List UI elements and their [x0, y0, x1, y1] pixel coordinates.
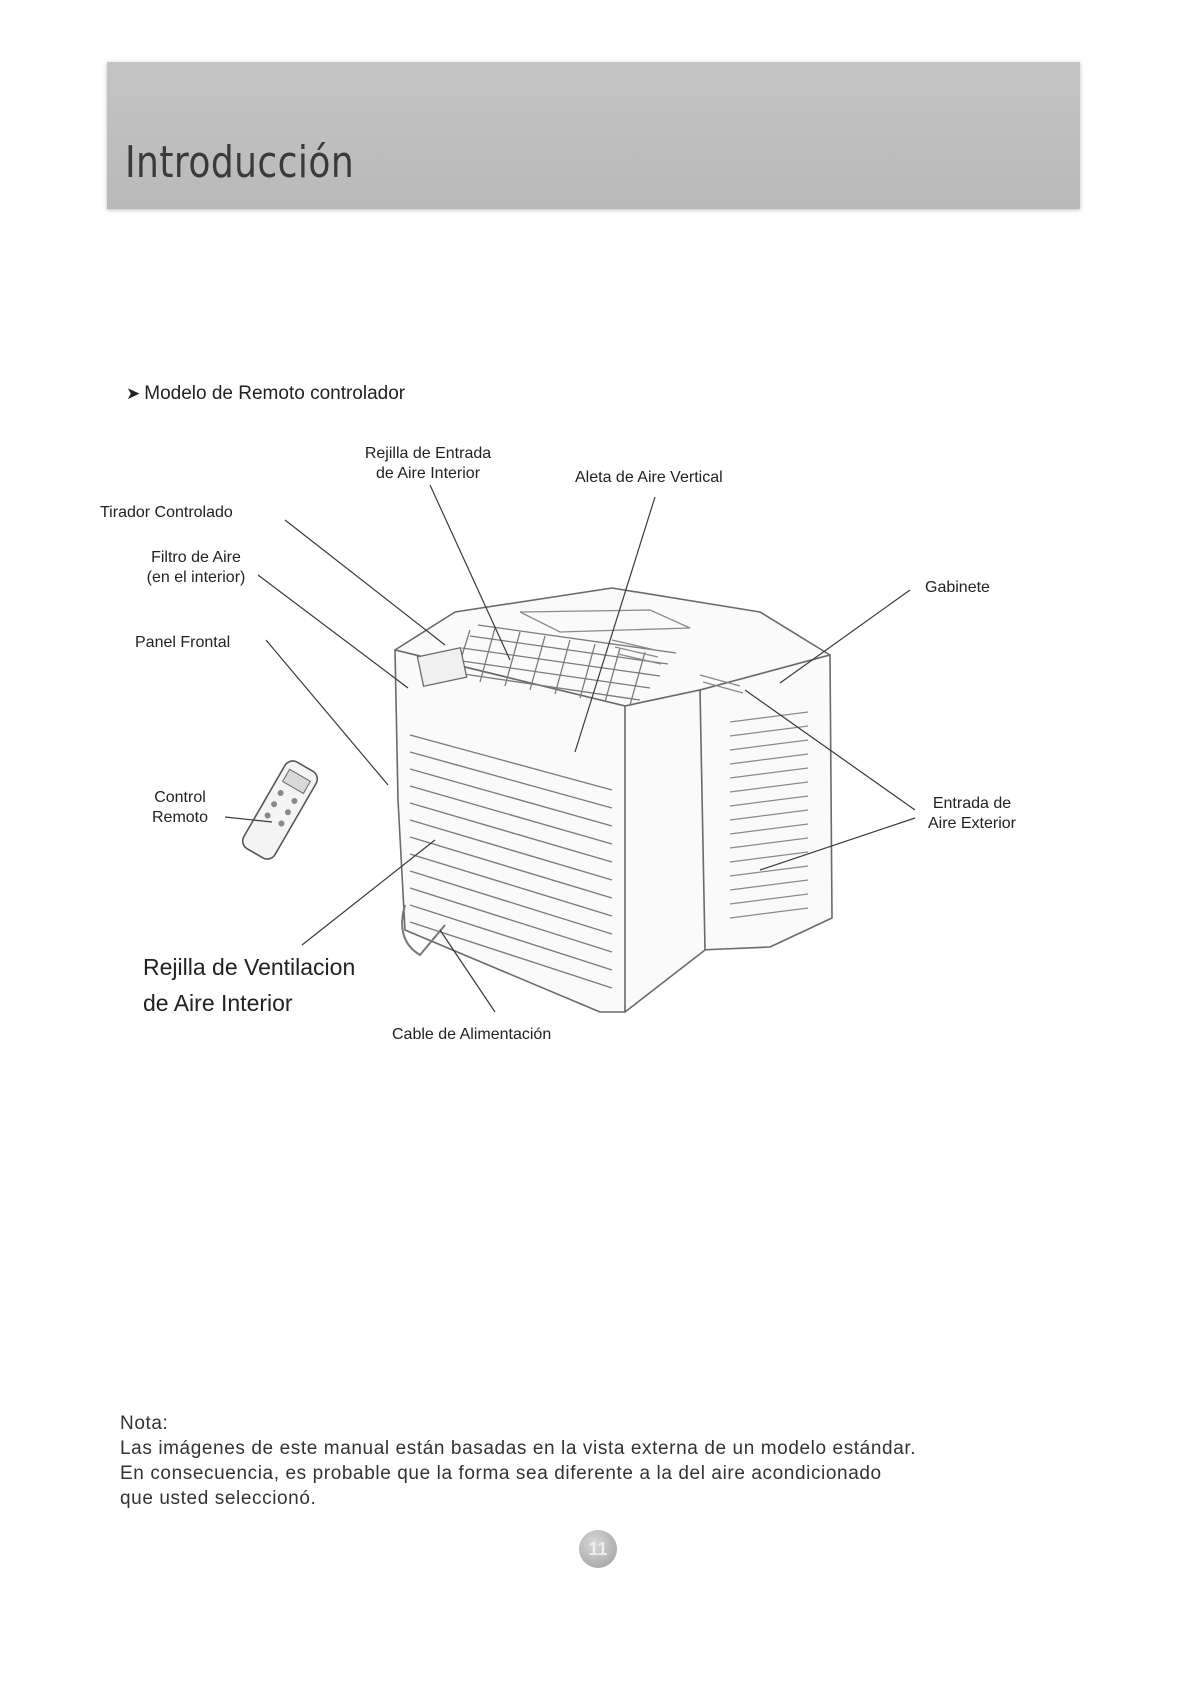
arrow-bullet-icon: ➤ — [126, 384, 141, 403]
section-heading: ➤Modelo de Remoto controlador — [126, 383, 405, 405]
note-line: que usted seleccionó. — [120, 1488, 317, 1509]
label-filtro: Filtro de Aire (en el interior) — [146, 549, 246, 586]
cabinet-side — [699, 654, 833, 951]
front-side — [624, 689, 706, 1013]
page-title: Introducción — [125, 137, 355, 188]
label-cable: Cable de Alimentación — [392, 1026, 552, 1043]
label-aleta-vertical: Aleta de Aire Vertical — [575, 469, 723, 486]
header-band — [107, 62, 1080, 209]
label-entrada-exterior: Entrada de Aire Exterior — [927, 795, 1017, 832]
section-heading-text: Modelo de Remoto controlador — [144, 383, 406, 404]
power-cable — [401, 904, 446, 957]
label-gabinete: Gabinete — [925, 579, 990, 596]
note-block: Nota: Las imágenes de este manual están … — [120, 1411, 1100, 1511]
note-heading: Nota: — [120, 1413, 169, 1434]
note-line: En consecuencia, es probable que la form… — [120, 1463, 882, 1484]
remote-control — [241, 760, 319, 860]
label-rejilla-entrada: Rejilla de Entrada de Aire Interior — [364, 445, 492, 482]
note-line: Las imágenes de este manual están basada… — [120, 1438, 917, 1459]
page-number: 11 — [579, 1530, 617, 1568]
label-control-remoto: Control Remoto — [151, 789, 209, 826]
label-tirador: Tirador Controlado — [100, 504, 233, 521]
control-panel — [416, 646, 468, 688]
label-panel-frontal: Panel Frontal — [135, 634, 231, 651]
label-rejilla-ventilacion: Rejilla de Ventilacion de Aire Interior — [143, 954, 356, 1016]
